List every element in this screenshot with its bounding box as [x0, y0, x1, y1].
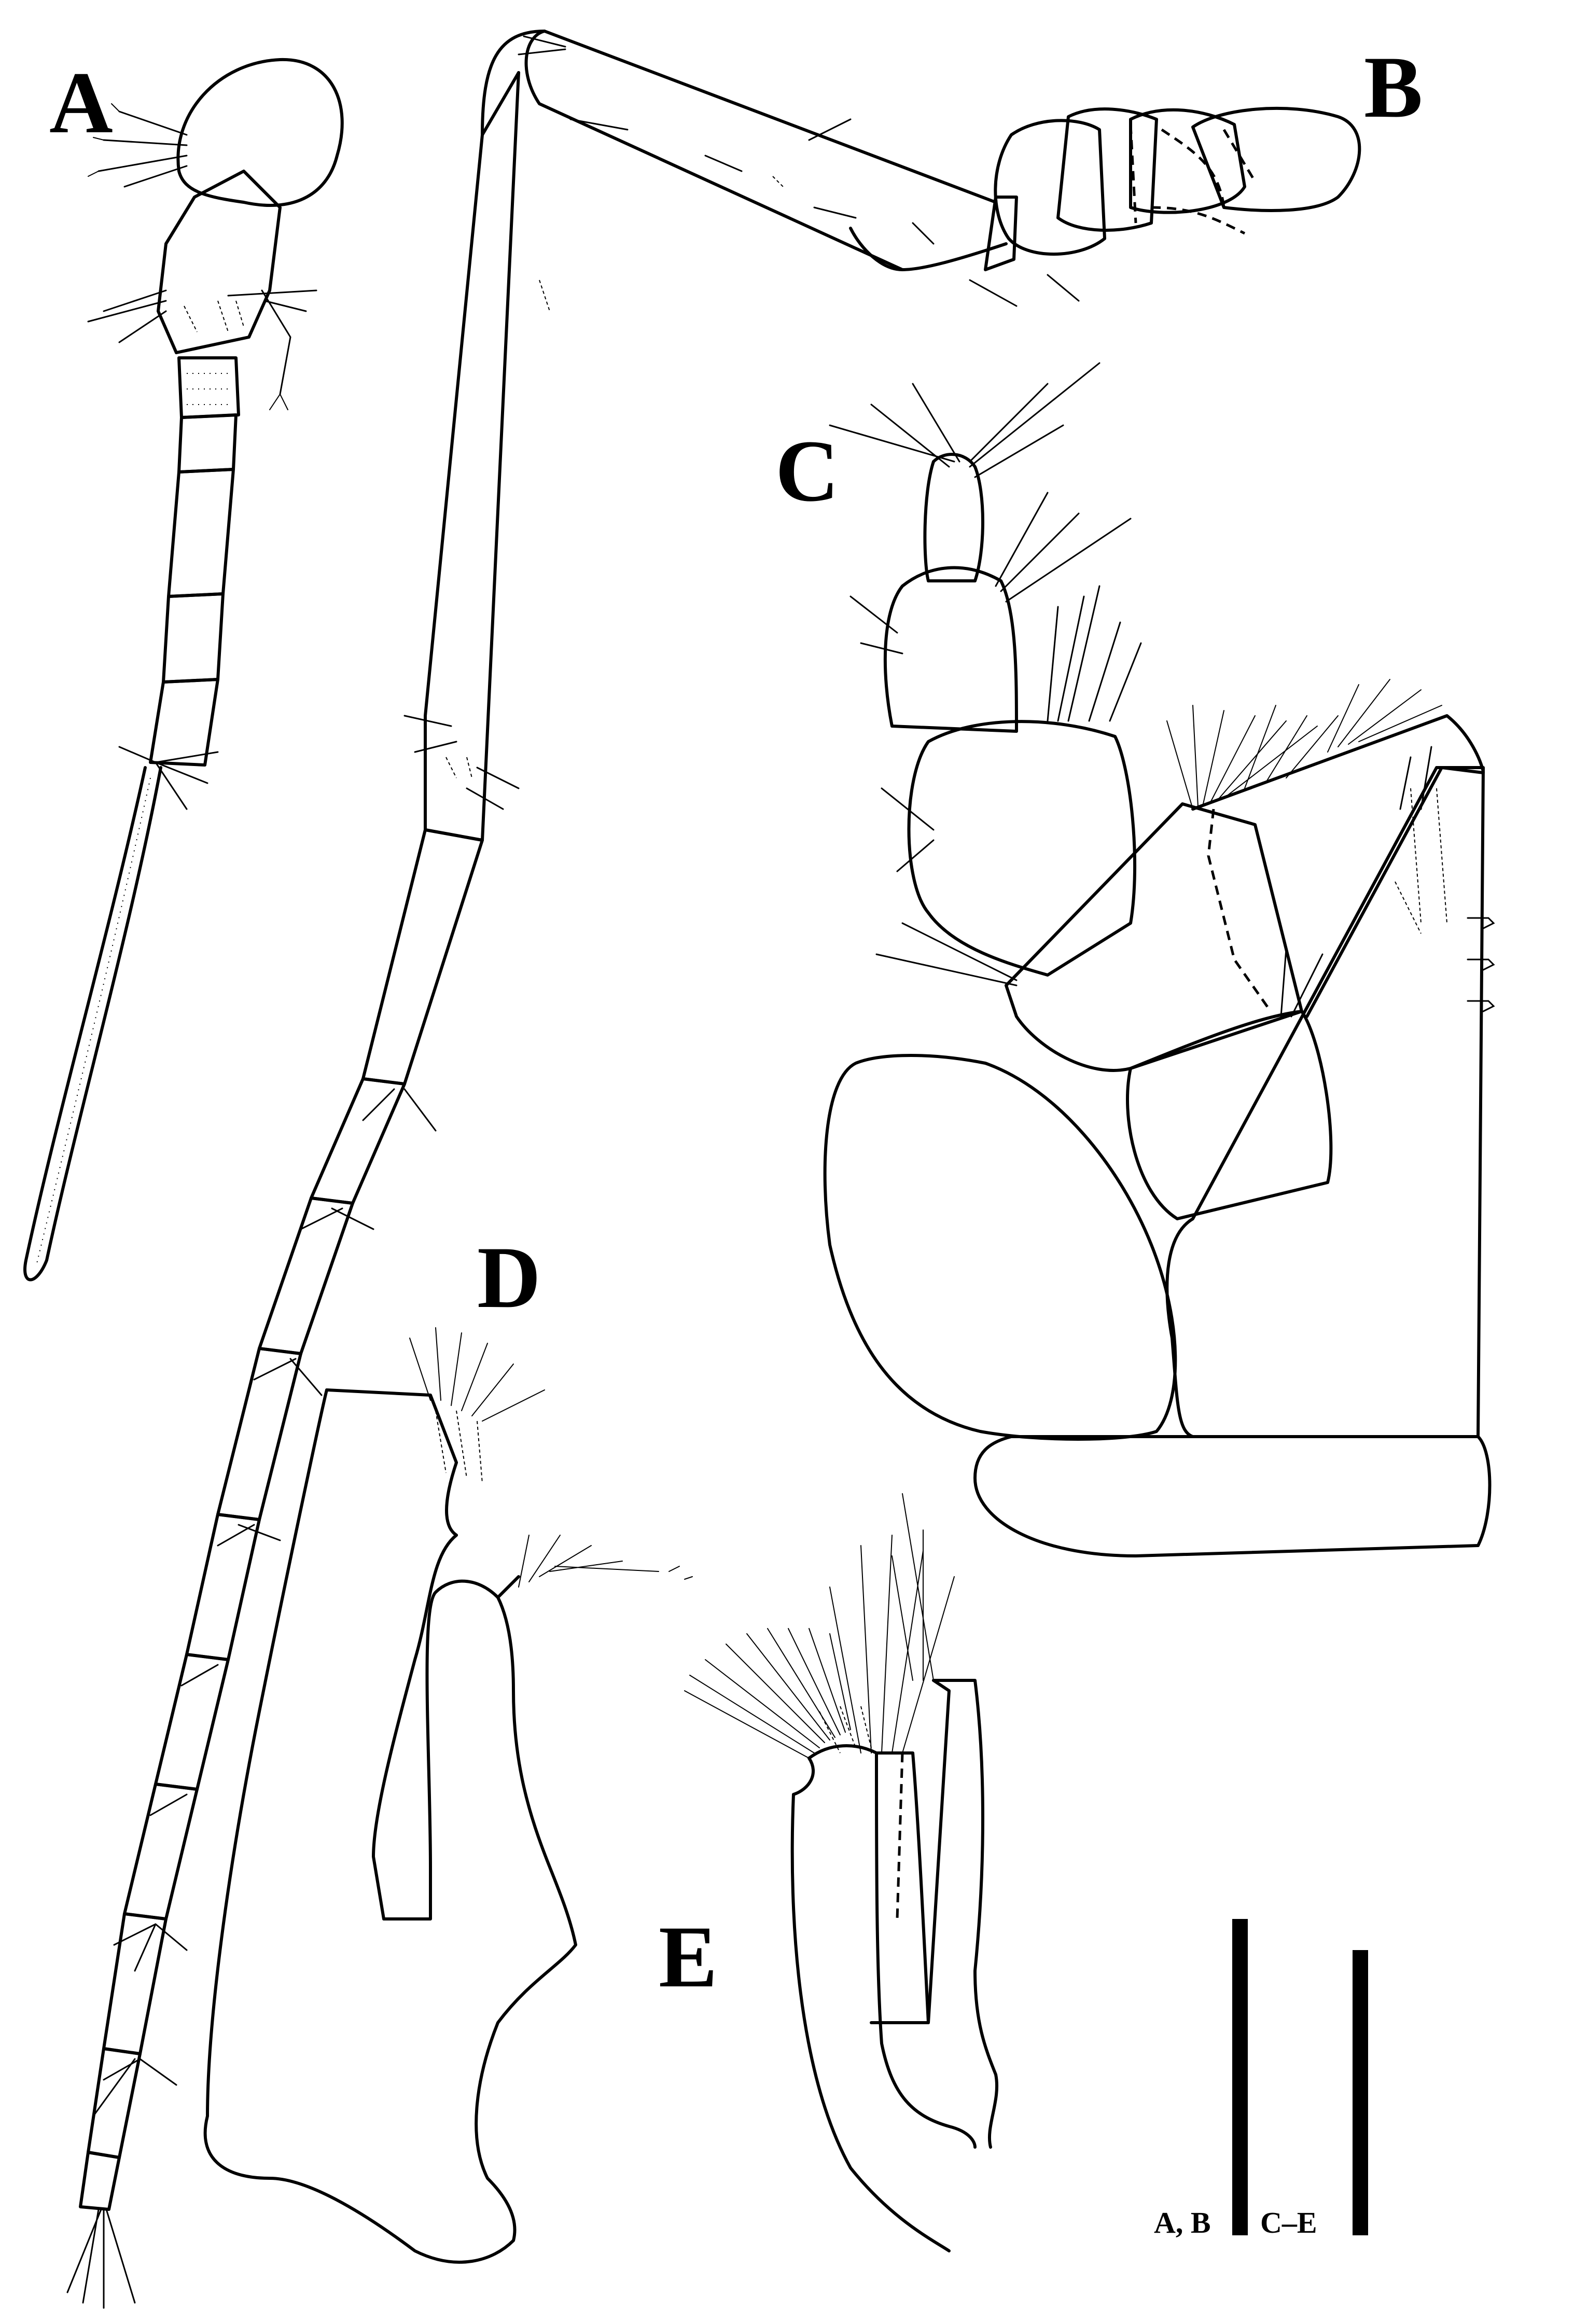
scale-bar-a-b [1232, 1919, 1248, 2235]
panel-e-label: E [659, 1908, 717, 2006]
scale-bar-c-e [1353, 1950, 1368, 2235]
panel-a-figure [23, 58, 344, 1282]
scale-bar-a-b-label: A, B [1154, 2206, 1211, 2239]
panel-a-label: A [49, 54, 113, 151]
scale-bar-c-e-label: C–E [1260, 2206, 1317, 2239]
panel-c-label: C [775, 422, 839, 520]
scale-bar-group [1232, 1919, 1368, 2235]
panel-e-figure [684, 1493, 999, 2252]
panel-d-figure [203, 1327, 693, 2264]
panel-d-label: D [477, 1229, 541, 1326]
panel-b-figure [66, 30, 1361, 2309]
panel-c-figure [823, 362, 1495, 1557]
panel-b-label: B [1364, 38, 1423, 136]
